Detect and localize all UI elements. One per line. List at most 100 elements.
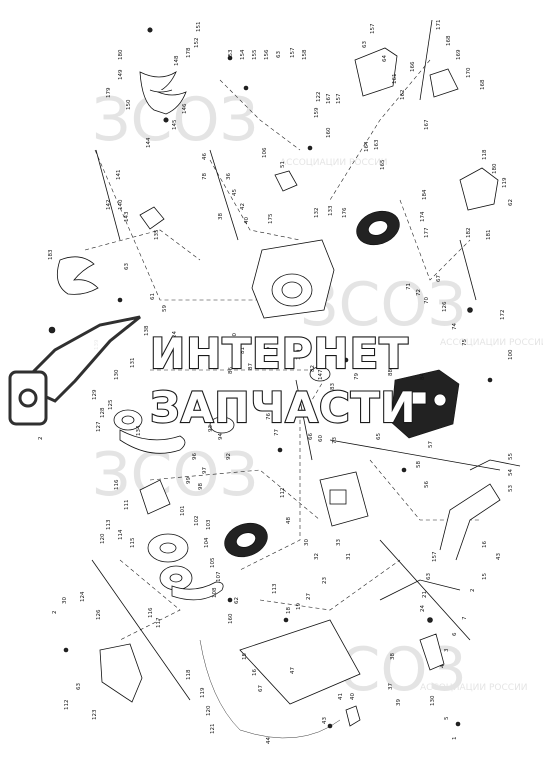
callout-128: 128 — [100, 407, 106, 418]
callout-149: 149 — [118, 69, 124, 80]
callout-108: 108 — [212, 587, 218, 598]
callout-165: 165 — [380, 159, 386, 170]
callout-119b: 119 — [200, 687, 206, 698]
callout-21: 21 — [422, 591, 428, 598]
callout-59: 59 — [162, 305, 168, 312]
callout-135: 135 — [154, 229, 160, 240]
callout-78: 78 — [202, 173, 208, 180]
callout-126b: 126 — [96, 609, 102, 620]
callout-138: 138 — [144, 325, 150, 336]
shaft-icon — [295, 379, 313, 461]
callout-67b: 67 — [258, 685, 264, 692]
callout-177: 177 — [424, 227, 430, 238]
callout-67: 67 — [436, 275, 442, 282]
callout-183: 183 — [48, 249, 54, 260]
callout-15: 15 — [242, 653, 248, 660]
belt-icon — [171, 581, 224, 601]
callout-2b: 2 — [52, 611, 58, 615]
callout-55: 55 — [508, 453, 514, 460]
callout-4: 4 — [440, 664, 446, 668]
callout-62b: 62 — [234, 597, 240, 604]
callout-122: 122 — [316, 92, 322, 103]
callout-64: 64 — [382, 55, 388, 62]
callout-74: 74 — [452, 323, 458, 330]
callout-116b: 116 — [148, 607, 154, 618]
chute-icon — [354, 47, 459, 98]
chainsaw-logo-icon — [8, 315, 141, 426]
callout-157: 157 — [290, 47, 296, 58]
callout-30b: 30 — [62, 597, 68, 604]
callout-142: 142 — [106, 200, 112, 211]
callout-152: 152 — [194, 38, 200, 49]
auger-icon — [56, 256, 99, 295]
callout-110: 110 — [296, 349, 302, 360]
callout-181: 181 — [486, 230, 492, 241]
callout-48: 48 — [286, 517, 292, 524]
callout-120: 120 — [100, 533, 106, 544]
callout-63: 63 — [276, 51, 282, 58]
tire-icon — [356, 210, 400, 246]
callout-111: 111 — [124, 500, 130, 511]
plate-icon — [139, 479, 171, 515]
callout-180b: 180 — [492, 163, 498, 174]
callout-19: 19 — [296, 603, 302, 610]
pulley-icon — [113, 366, 331, 591]
callout-184: 184 — [422, 189, 428, 200]
callout-63c: 63 — [124, 263, 130, 270]
shaft-icon — [459, 239, 477, 301]
callout-179: 179 — [106, 87, 112, 98]
callout-53: 53 — [508, 485, 514, 492]
callout-114: 114 — [118, 529, 124, 540]
callout-119: 119 — [502, 177, 508, 188]
callout-118: 118 — [482, 149, 488, 160]
callout-153: 153 — [228, 49, 234, 60]
callout-84: 84 — [420, 373, 426, 380]
callout-92: 92 — [226, 453, 232, 460]
callout-123: 123 — [92, 709, 98, 720]
callout-116: 116 — [114, 479, 120, 490]
callout-182: 182 — [466, 228, 472, 239]
callout-168: 168 — [446, 35, 452, 46]
callout-12: 2 — [470, 589, 476, 593]
handle-icon — [239, 459, 521, 705]
callout-18: 18 — [286, 607, 292, 614]
callout-37: 37 — [388, 683, 394, 690]
engine-icon — [390, 369, 460, 439]
callout-100: 100 — [508, 349, 514, 360]
callout-63e: 63 — [76, 683, 82, 690]
callout-118b: 118 — [186, 669, 192, 680]
callout-42: 42 — [240, 203, 246, 210]
callout-159: 159 — [314, 107, 320, 118]
callout-51: 51 — [280, 161, 286, 168]
callout-101: 101 — [180, 506, 186, 517]
callout-1: 1 — [452, 737, 458, 741]
callout-97: 97 — [202, 467, 208, 474]
callout-39: 39 — [396, 699, 402, 706]
housing-icon — [251, 239, 335, 319]
callout-56: 56 — [424, 481, 430, 488]
callout-140: 140 — [118, 199, 124, 210]
lever-icon — [345, 705, 361, 727]
callout-178: 178 — [186, 47, 192, 58]
callout-170: 170 — [466, 67, 472, 78]
callout-38b: 38 — [390, 653, 396, 660]
callout-91: 91 — [258, 359, 264, 366]
callout-117: 117 — [156, 617, 162, 628]
skid-shoe-icon — [99, 643, 143, 703]
callout-161: 161 — [392, 74, 398, 85]
callout-47: 47 — [290, 667, 296, 674]
callout-94: 94 — [218, 433, 224, 440]
callout-127: 127 — [96, 421, 102, 432]
callout-96: 96 — [192, 453, 198, 460]
callout-133: 133 — [328, 205, 334, 216]
callout-89: 89 — [266, 347, 272, 354]
callout-103: 103 — [206, 519, 212, 530]
callout-148: 148 — [174, 55, 180, 66]
callout-160: 160 — [326, 127, 332, 138]
callout-81: 81 — [240, 347, 246, 354]
watermark-stamp-top: АССОЦИАЦИИ РОССИИ — [280, 158, 388, 168]
callout-65: 65 — [376, 433, 382, 440]
hardware-icons — [48, 27, 493, 729]
watermark-stamp-bottom: АССОЦИАЦИИ РОССИИ — [420, 683, 528, 693]
shaft-icon — [419, 19, 433, 101]
